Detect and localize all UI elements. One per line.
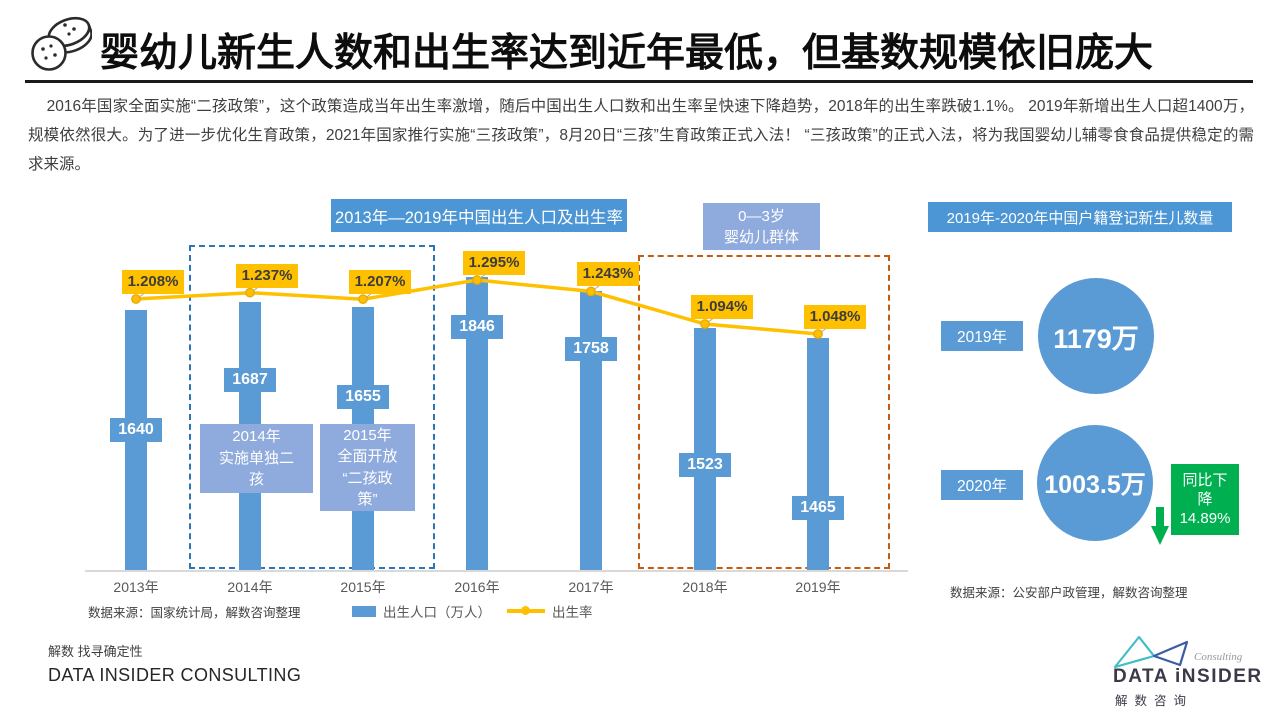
rate-label: 1.237% [236, 263, 298, 288]
title-divider [25, 80, 1253, 83]
bar-value-label: 1687 [224, 368, 276, 392]
bar-2018年 [694, 328, 716, 570]
footer-company-name: DATA INSIDER CONSULTING [48, 665, 302, 685]
chart-source: 数据来源：国家统计局，解数咨询整理 [88, 606, 301, 620]
year-label-2020: 2020年 [941, 470, 1023, 500]
newborn-circle-2020: 1003.5万 [1037, 425, 1153, 541]
rate-label: 1.208% [122, 270, 184, 294]
highlight-box-2014-2015 [189, 245, 435, 569]
chart-legend: 出生人口（万人） 出生率 [352, 601, 593, 621]
rate-label: 1.243% [577, 262, 639, 287]
logo-wordmark: DATA iNSIDER [1113, 666, 1263, 687]
annotation-2014-policy: 2014年 实施单独二 孩 [200, 424, 313, 493]
x-axis-label: 2016年 [454, 579, 500, 595]
legend-bar-swatch [352, 605, 376, 617]
legend-line-swatch [507, 606, 545, 616]
bar-value-label: 1465 [792, 496, 844, 520]
year-label-2019: 2019年 [941, 321, 1023, 351]
cookies-icon [28, 12, 93, 79]
highlight-box-2018-2019 [638, 255, 890, 569]
footer-slogan: 解数 找寻确定性 [48, 644, 143, 659]
bar-2017年 [580, 291, 602, 570]
bar-value-label: 1846 [451, 315, 503, 339]
chart-title: 2013年—2019年中国出生人口及出生率 [331, 199, 627, 232]
logo-consulting-tagline: Consulting [1194, 651, 1243, 663]
x-axis-label: 2014年 [227, 579, 273, 595]
rate-label: 1.048% [804, 305, 866, 329]
x-axis-label: 2015年 [340, 579, 386, 595]
rate-label: 1.207% [349, 270, 411, 295]
group-0-3-label: 0—3岁 婴幼儿群体 [703, 203, 820, 250]
intro-paragraph: 2016年国家全面实施“二孩政策”，这个政策造成当年出生率激增，随后中国出生人口… [28, 98, 1254, 173]
bar-value-label: 1758 [565, 337, 617, 361]
down-arrow-icon [1150, 507, 1170, 552]
bar-2019年 [807, 338, 829, 570]
rate-label: 1.094% [691, 295, 753, 319]
legend-line-dot [521, 606, 530, 616]
right-panel-title: 2019年-2020年中国户籍登记新生儿数量 [928, 202, 1232, 232]
annotation-2015-policy: 2015年 全面开放 “二孩政 策” [320, 424, 415, 511]
bar-value-label: 1640 [110, 418, 162, 442]
x-axis-label: 2018年 [682, 579, 728, 595]
legend-bar-label: 出生人口（万人） [383, 605, 491, 620]
x-axis-label: 2019年 [795, 579, 841, 595]
bar-2016年 [466, 277, 488, 570]
x-axis-line [85, 570, 908, 572]
rate-label: 1.295% [463, 251, 525, 275]
page-title: 婴幼儿新生人数和出生率达到近年最低，但基数规模依旧庞大 [100, 32, 1154, 75]
legend-line-label: 出生率 [552, 605, 593, 620]
newborn-circle-2019: 1179万 [1038, 278, 1154, 394]
right-panel-source: 数据来源：公安部户政管理，解数咨询整理 [950, 586, 1188, 600]
bar-value-label: 1655 [337, 385, 389, 409]
yoy-decline-badge: 同比下 降 14.89% [1171, 464, 1239, 535]
logo-chinese-name: 解数咨询 [1115, 694, 1194, 708]
x-axis-label: 2013年 [113, 579, 159, 595]
bar-value-label: 1523 [679, 453, 731, 477]
x-axis-label: 2017年 [568, 579, 614, 595]
bowtie-triangles-logo [1110, 634, 1194, 675]
